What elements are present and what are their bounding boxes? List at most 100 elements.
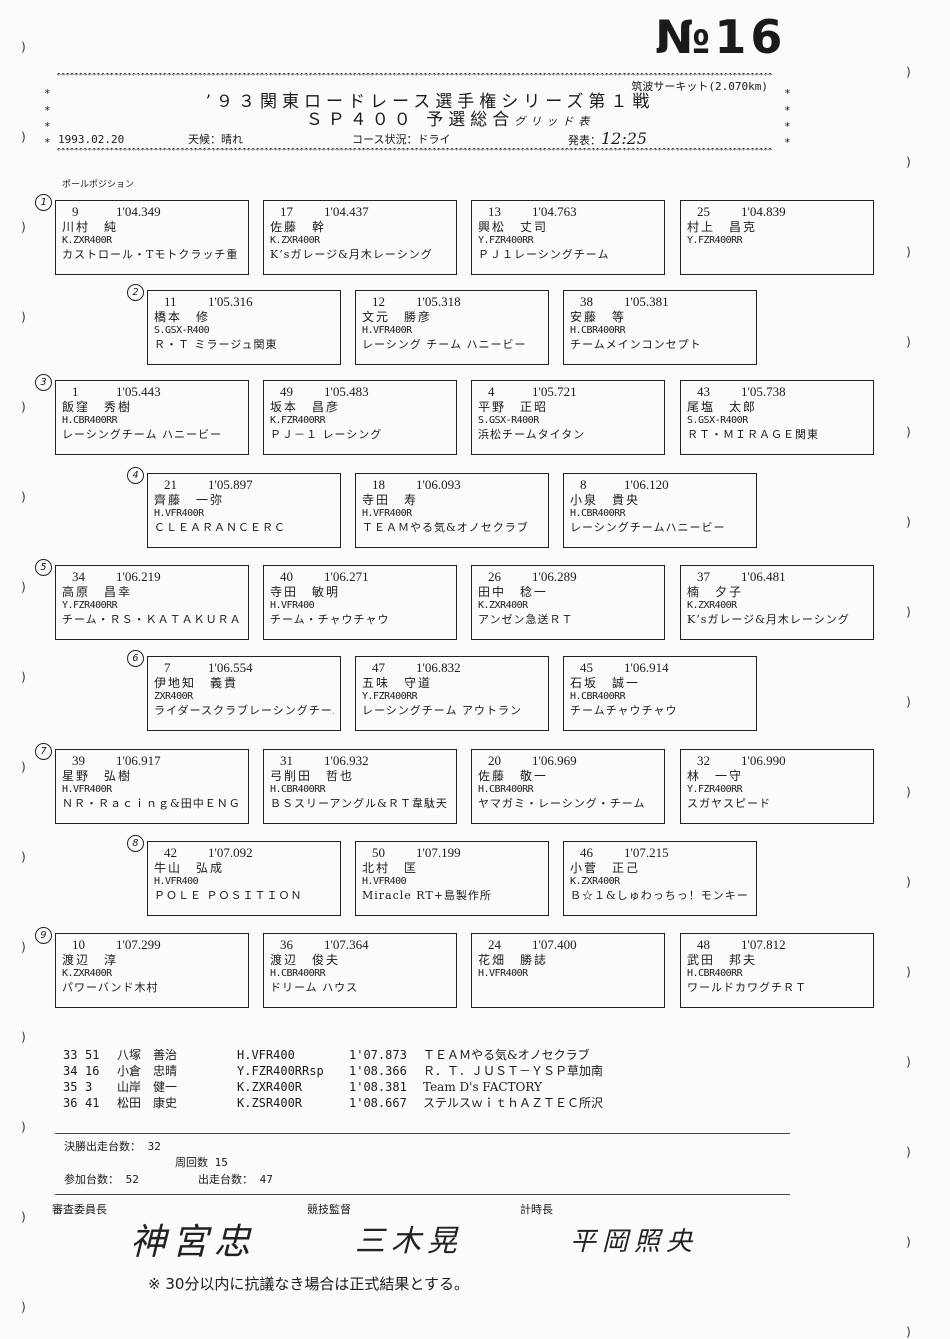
rider-number: 18	[372, 477, 385, 492]
chief-timekeeper-label: 計時長	[520, 1203, 553, 1216]
chief-steward-label: 審査委員長	[52, 1203, 107, 1216]
rider-name: 齊藤 一弥	[154, 493, 225, 507]
binder-hole-mark: )	[20, 1120, 28, 1134]
machine: H.VFR400R	[478, 968, 528, 979]
class-title: ＳＰ４００ 予選総合グリッド表	[240, 111, 660, 129]
border-star: *	[784, 87, 791, 100]
rider-number: 50	[372, 845, 385, 860]
lap-time: 1'05.381	[624, 294, 669, 309]
machine: S.GSX-R400R	[687, 415, 748, 426]
race-director-label: 競技監督	[307, 1203, 351, 1216]
machine: H.CBR400RR	[478, 784, 534, 795]
laps-label: 周回数	[175, 1156, 208, 1169]
footer-note: ※ 30分以内に抗議なき場合は正式結果とする。	[148, 1275, 469, 1293]
rider-name: 橋本 修	[154, 310, 211, 324]
reserve-team: Team D's FACTORY	[423, 1080, 542, 1094]
lap-time: 1'06.969	[532, 753, 577, 768]
starters-value: 47	[259, 1173, 273, 1186]
rider-name: 武田 邦夫	[687, 953, 758, 967]
team-name: 浜松チームタイタン	[478, 428, 586, 441]
rider-number: 26	[488, 569, 501, 584]
rider-name: 伊地知 義貴	[154, 676, 239, 690]
rider-name: 佐藤 敬一	[478, 769, 549, 783]
machine: H.CBR400RR	[62, 415, 118, 426]
lap-time: 1'06.271	[324, 569, 369, 584]
rider-name: 坂本 昌彦	[270, 400, 341, 414]
machine: Y.FZR400RR	[687, 235, 743, 246]
machine: K.ZXR400R	[270, 235, 320, 246]
reserve-time: 1'08.366	[349, 1064, 407, 1078]
border-star: *	[784, 120, 791, 133]
rider-number: 45	[580, 660, 593, 675]
machine: H.VFR400	[362, 876, 407, 887]
rider-name: 文元 勝彦	[362, 310, 433, 324]
machine: H.VFR400R	[62, 784, 112, 795]
binder-hole-mark: )	[905, 695, 913, 709]
rider-name: 牛山 弘成	[154, 861, 225, 875]
rider-name: 石坂 誠一	[570, 676, 641, 690]
finals-value: 32	[147, 1140, 161, 1153]
date: 1993.02.20	[58, 133, 125, 146]
grid-row-number: 2	[127, 284, 144, 301]
binder-hole-mark: )	[905, 1235, 913, 1249]
binder-hole-mark: )	[905, 515, 913, 529]
reserve-team: ＴＥＡＭやる気&オノセクラブ	[423, 1048, 590, 1062]
grid-row-number: 1	[35, 194, 52, 211]
team-name: ＲＴ・ＭＩＲＡＧＥ関東	[687, 428, 819, 441]
binder-hole-mark: )	[20, 130, 28, 144]
machine: Y.FZR400RR	[362, 691, 418, 702]
rider-name: 寺田 敏明	[270, 585, 341, 599]
team-name: チームメインコンセプト	[570, 338, 702, 351]
reserve-pos: 33	[63, 1048, 78, 1062]
lap-time: 1'07.299	[116, 937, 161, 952]
rider-name: 田中 稔一	[478, 585, 549, 599]
lap-time: 1'06.917	[116, 753, 161, 768]
team-name: ＣＬＥＡＲＡＮＣＥＲＣ	[154, 521, 286, 534]
reserve-pos: 36	[63, 1096, 78, 1110]
rider-number: 20	[488, 753, 501, 768]
rider-name: 高原 昌幸	[62, 585, 133, 599]
announce-time-value: 12:25	[601, 129, 648, 148]
reserve-name: 松田 康史	[117, 1096, 178, 1110]
reserve-time: 1'07.873	[349, 1048, 407, 1062]
lap-time: 1'07.812	[741, 937, 786, 952]
rider-number: 32	[697, 753, 710, 768]
circuit-name: 筑波サーキット(2.070km)	[631, 80, 768, 93]
rider-name: 尾塩 太郎	[687, 400, 758, 414]
lap-time: 1'07.092	[208, 845, 253, 860]
machine: ZXR400R	[154, 691, 193, 702]
reserve-no: 51	[85, 1048, 100, 1062]
border-star: *	[784, 136, 791, 149]
binder-hole-mark: )	[905, 1055, 913, 1069]
machine: Y.FZR400RR	[687, 784, 743, 795]
lap-time: 1'06.832	[416, 660, 461, 675]
grid-row-number: 8	[127, 835, 144, 852]
rider-number: 10	[72, 937, 85, 952]
rider-name: 寺田 寿	[362, 493, 419, 507]
lap-time: 1'06.289	[532, 569, 577, 584]
divider	[55, 1194, 790, 1195]
machine: H.CBR400RR	[570, 325, 626, 336]
laps-value: 15	[214, 1156, 228, 1169]
rider-name: 村上 昌克	[687, 220, 758, 234]
rider-name: 星野 弘樹	[62, 769, 133, 783]
team-name: K’sガレージ&月木レーシング	[270, 248, 433, 261]
binder-hole-mark: )	[20, 580, 28, 594]
lap-time: 1'06.554	[208, 660, 253, 675]
machine: Y.FZR400RR	[62, 600, 118, 611]
announce-label: 発表：	[568, 134, 601, 147]
reserve-bike: K.ZXR400R	[237, 1080, 303, 1094]
